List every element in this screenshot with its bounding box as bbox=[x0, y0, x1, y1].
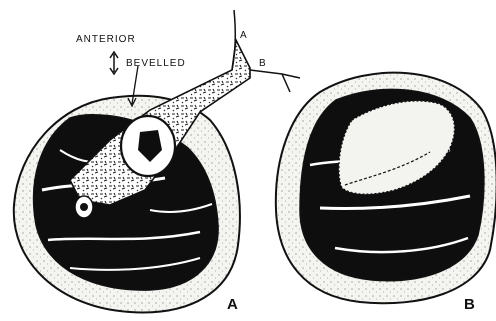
direction-arrow-icon bbox=[110, 52, 118, 74]
panel-label-b: B bbox=[464, 296, 475, 313]
anterior-label: ANTERIOR bbox=[76, 34, 136, 45]
cross-section-b bbox=[276, 73, 496, 304]
panel-label-a: A bbox=[227, 296, 238, 313]
line-a-label: A bbox=[240, 30, 247, 41]
cross-section-a bbox=[14, 10, 300, 312]
line-b-label: B bbox=[259, 58, 266, 69]
leader-line-b bbox=[250, 70, 300, 92]
bevelled-label: BEVELLED bbox=[126, 58, 186, 69]
